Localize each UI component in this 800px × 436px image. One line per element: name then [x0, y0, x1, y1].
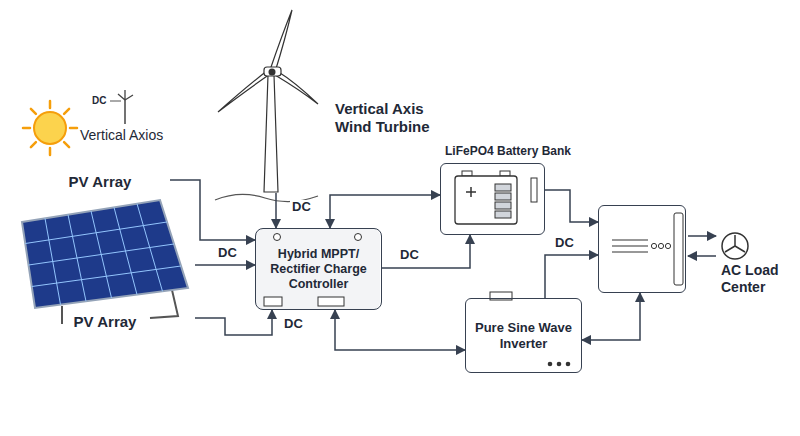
leader-line: [110, 101, 121, 102]
battery-terminal: [500, 171, 510, 176]
turbine-nacelle: [264, 67, 281, 76]
battery-box: LiFePO4 Battery Bank: [440, 163, 545, 235]
dc-connector: [195, 310, 272, 335]
terminal-strip: [674, 213, 683, 285]
node-label: LiFePO4 Battery Bank: [445, 144, 571, 158]
indicator-dot: [658, 243, 663, 248]
battery-side-terminal: [531, 178, 537, 202]
node-label: PV Array: [15, 313, 195, 331]
dc-connector: [582, 293, 640, 340]
turbine-blade: [218, 70, 270, 112]
dc-connector: [195, 264, 255, 266]
edge-label: DC: [216, 246, 239, 260]
dc-connector: [275, 193, 277, 228]
inverter-box: Pure Sine Wave Inverter: [465, 298, 582, 373]
battery-cell: [495, 184, 511, 191]
plus-sign: [466, 187, 476, 197]
controller-box: Hybrid MPPT/ Rectifier Charge Controller: [255, 228, 382, 310]
node-label: Vertical Axis Wind Turbine: [335, 100, 453, 136]
small-turbine-pole: [124, 100, 126, 124]
edge-label: DC: [282, 317, 305, 331]
turbine-hub: [269, 69, 276, 76]
panel-lines: [612, 240, 648, 252]
load-arrow: [688, 255, 716, 257]
turbine-block: Vertical Axis Wind Turbine: [225, 8, 325, 193]
node-label: AC Load Center: [721, 262, 791, 296]
node-label: PV Array: [30, 173, 170, 191]
dc-connector: [330, 195, 440, 228]
dc-connector: [335, 310, 465, 350]
source-block: PV Array: [15, 195, 195, 335]
dc-connector: [170, 180, 255, 240]
indicator-dot: [665, 243, 670, 248]
battery-cell: [495, 193, 511, 200]
battery-cell: [495, 211, 511, 218]
indicator-dot: [651, 243, 656, 248]
dc-connector: [382, 235, 470, 268]
load-arrow: [688, 235, 716, 237]
panel-cell-line: [25, 222, 167, 244]
terminal-block: [318, 297, 344, 306]
indicator-dot: [566, 362, 571, 367]
indicator-dot: [557, 362, 562, 367]
dc-connector: [545, 190, 598, 222]
terminal-block: [264, 297, 282, 306]
fan-blades: [725, 235, 745, 252]
panel-grid: [25, 204, 181, 305]
battery-cell: [495, 202, 511, 209]
solar-panel: [22, 200, 188, 308]
battery-icon: [455, 176, 517, 224]
load-center-box: AC Load Center: [598, 205, 686, 293]
dc-connector: [545, 255, 598, 298]
turbine-blade: [270, 10, 292, 72]
annotation-label: DC: [92, 95, 106, 106]
small-turbine-rotor: [118, 90, 133, 100]
battery-terminal: [462, 171, 472, 176]
edge-label: DC: [398, 248, 421, 262]
screw: [355, 234, 362, 241]
node-label: Hybrid MPPT/ Rectifier Charge Controller: [262, 247, 375, 292]
indicator-dot: [548, 362, 553, 367]
source-block: PV Array: [30, 95, 170, 195]
sun-rays: [23, 101, 77, 155]
panel-cell-line: [32, 266, 181, 287]
annotation-label: Vertical Axios: [80, 128, 163, 143]
edge-label: DC: [553, 236, 576, 250]
panel-cell-line: [29, 244, 175, 265]
screw: [274, 234, 281, 241]
node-label: Pure Sine Wave Inverter: [472, 320, 575, 351]
turbine-tower: [264, 75, 278, 192]
controller-body: [255, 228, 380, 310]
load-fan-icon: [722, 233, 748, 259]
edge-label: DC: [290, 200, 313, 214]
sun-icon: [34, 112, 66, 144]
turbine-blade: [275, 71, 318, 104]
